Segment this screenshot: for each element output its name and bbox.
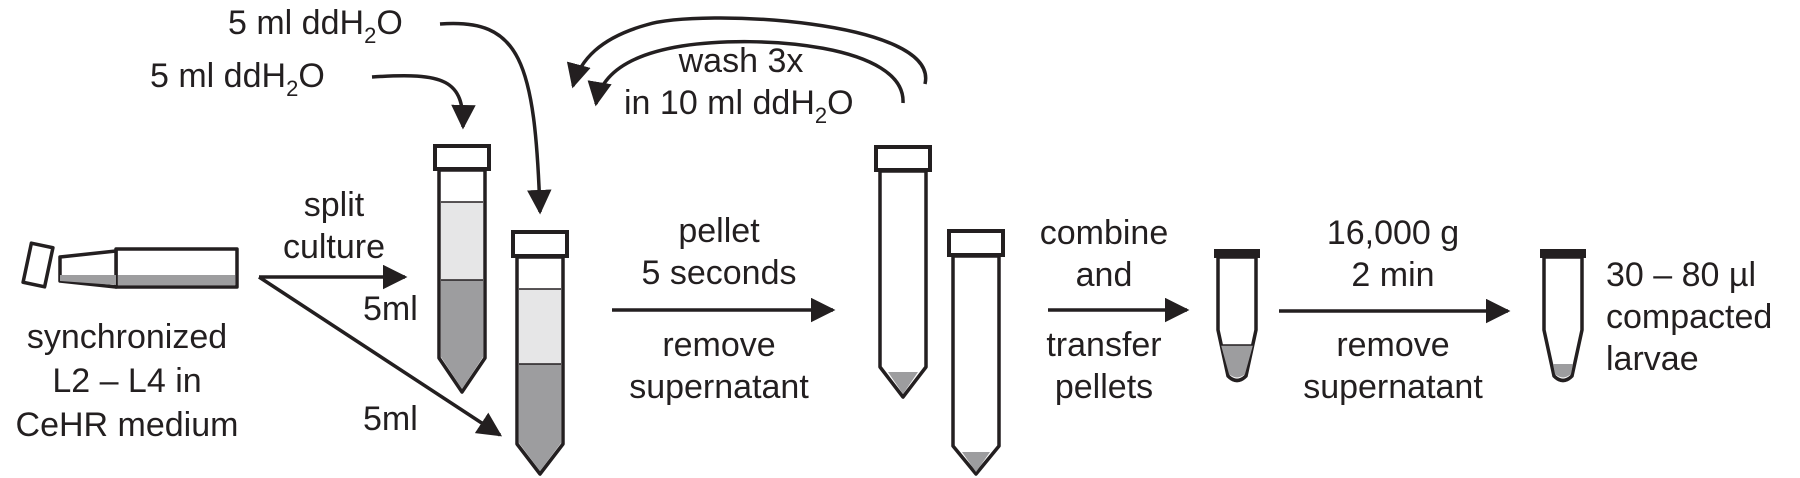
microtube-2-icon (1540, 249, 1586, 383)
split-label-line1: split (304, 186, 365, 224)
start-label-line2: L2 – L4 in (52, 362, 201, 400)
result-label-line3: larvae (1606, 340, 1699, 378)
water-arrow-tube-b (439, 21, 552, 215)
combine-label-line4: pellets (1055, 368, 1153, 406)
pellet-label-above1: pellet (678, 212, 760, 250)
volume-label-upper: 5ml (363, 290, 418, 328)
volume-label-lower: 5ml (363, 400, 418, 438)
spin-label-below1: remove (1336, 326, 1449, 364)
split-arrow-lower (258, 275, 503, 437)
wash-label-line2: in 10 ml ddH2O (624, 84, 854, 128)
split-label-line2: culture (283, 228, 385, 266)
start-label-line3: CeHR medium (16, 406, 239, 444)
falcon-tube-c-icon (874, 145, 932, 399)
water-label-tube-a: 5 ml ddH2O (150, 57, 325, 101)
result-label-line1: 30 – 80 µl (1606, 256, 1756, 294)
culture-flask-icon (21, 241, 239, 289)
wash-loop-outer-arrow (566, 16, 928, 89)
spin-label-above1: 16,000 g (1327, 214, 1459, 252)
pellet-label-below2: supernatant (629, 368, 809, 406)
water-arrow-tube-a (371, 73, 476, 130)
combine-label-line3: transfer (1046, 326, 1161, 364)
start-label-line1: synchronized (27, 318, 227, 356)
result-label-line2: compacted (1606, 298, 1772, 336)
water-label-tube-b: 5 ml ddH2O (228, 4, 403, 48)
falcon-tube-a-icon (433, 144, 491, 394)
spin-label-below2: supernatant (1303, 368, 1483, 406)
pellet-label-above2: 5 seconds (642, 254, 797, 292)
spin-label-above2: 2 min (1351, 256, 1434, 294)
falcon-tube-b-icon (511, 230, 569, 476)
microtube-1-icon (1214, 249, 1260, 383)
wash-label-line1: wash 3x (678, 42, 804, 80)
pellet-label-below1: remove (662, 326, 775, 364)
combine-label-line1: combine (1040, 214, 1169, 252)
falcon-tube-d-icon (947, 229, 1005, 476)
combine-label-line2: and (1076, 256, 1133, 294)
wash-loop-inner-arrow (587, 39, 905, 107)
